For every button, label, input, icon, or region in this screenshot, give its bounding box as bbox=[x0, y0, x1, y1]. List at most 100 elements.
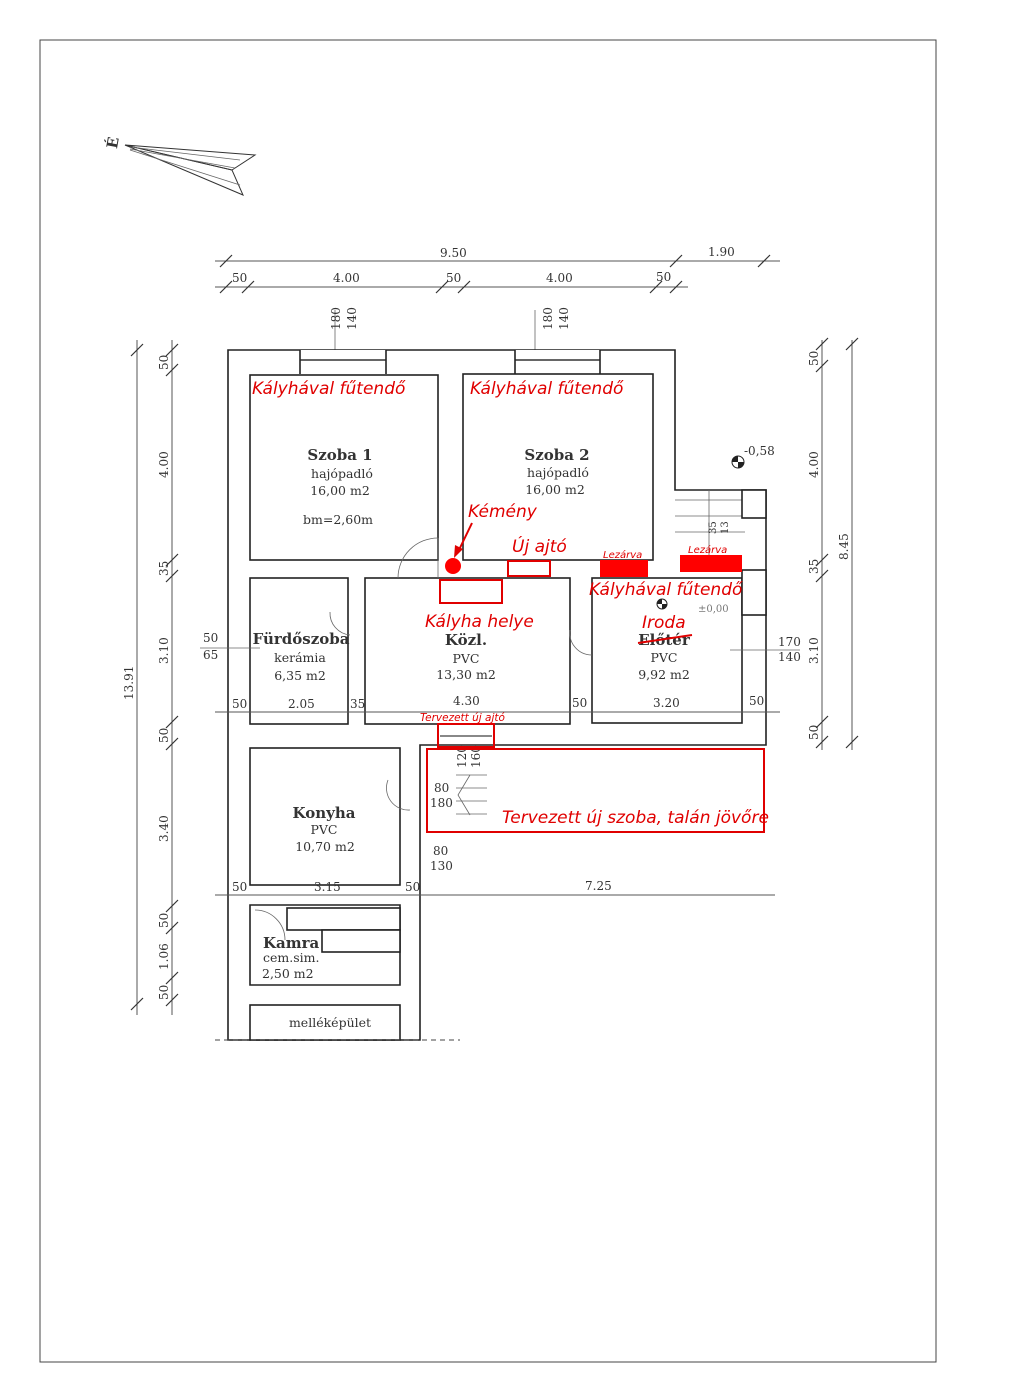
dimension-label: 6,35 m2 bbox=[274, 668, 326, 683]
planned-room-box bbox=[426, 748, 765, 833]
planned-door-box bbox=[437, 723, 495, 748]
dimension-label: 50 bbox=[807, 725, 821, 740]
dimension-label: 4.30 bbox=[453, 694, 480, 708]
dimension-label: 2,50 m2 bbox=[262, 966, 314, 981]
lower-dimensions: 50 3.15 50 7.25 80 130 80 180 120 160 bbox=[215, 745, 775, 896]
dimension-label: Konyha bbox=[293, 804, 356, 822]
dimension-label: 50 bbox=[232, 271, 247, 285]
dimension-label: 50 bbox=[157, 728, 171, 743]
dimension-label: 3.40 bbox=[157, 815, 171, 842]
dimension-label: cem.sim. bbox=[263, 950, 319, 965]
north-label: É bbox=[103, 136, 123, 150]
stove-place-box bbox=[439, 579, 503, 604]
dimension-label: 7.25 bbox=[585, 879, 612, 893]
new-door-label: Új ajtó bbox=[512, 535, 567, 557]
entrance-stairs: 35 13 bbox=[675, 489, 767, 616]
planned-door-label: Tervezett új ajtó bbox=[420, 712, 505, 724]
dimension-label: 120 bbox=[455, 745, 469, 768]
dimension-label: 50 bbox=[749, 694, 764, 708]
dimension-label: 170 bbox=[778, 635, 801, 649]
dimension-label: 35 bbox=[157, 561, 171, 576]
room-label-szoba-1: Szoba 1 hajópadló 16,00 m2 bm=2,60m bbox=[303, 446, 373, 527]
room-label-eloter: Előtér PVC 9,92 m2 bbox=[637, 631, 693, 682]
room-mellekepulet bbox=[249, 1004, 401, 1041]
room-label-konyha: Konyha PVC 10,70 m2 bbox=[293, 804, 356, 854]
closed-label: Lezárva bbox=[603, 549, 642, 561]
dimension-label: 180 bbox=[541, 307, 555, 330]
dimension-label: 50 bbox=[232, 880, 247, 894]
dimension-label: 35 bbox=[350, 697, 365, 711]
new-door-box bbox=[507, 560, 551, 577]
dimension-label: 10,70 m2 bbox=[295, 839, 355, 854]
right-dimensions: 50 4.00 35 3.10 50 8.45 bbox=[807, 337, 859, 750]
dimension-label: 140 bbox=[557, 307, 571, 330]
dimension-label: 1.06 bbox=[157, 943, 171, 970]
dimension-label: 50 bbox=[157, 913, 171, 928]
closed-door-box bbox=[680, 555, 742, 572]
heated-note: Kályhával fűtendő bbox=[470, 379, 624, 399]
dimension-label: bm=2,60m bbox=[303, 512, 373, 527]
dimension-label: Szoba 2 bbox=[524, 446, 589, 464]
dimension-label: 80 bbox=[433, 844, 448, 858]
room-label-kamra: Kamra cem.sim. 2,50 m2 bbox=[262, 934, 320, 981]
dimension-label: hajópadló bbox=[311, 466, 373, 481]
dimension-label: 13 bbox=[720, 521, 731, 534]
dimension-label: 13.91 bbox=[122, 666, 136, 700]
room-furdoszoba bbox=[249, 577, 349, 725]
dimension-label: 50 bbox=[807, 351, 821, 366]
dimension-label: 13,30 m2 bbox=[436, 667, 496, 682]
dimension-label: 50 bbox=[232, 697, 247, 711]
kamra-shelf bbox=[321, 929, 401, 953]
dimension-label: -0,58 bbox=[744, 444, 775, 458]
room-label-kozl: Közl. PVC 13,30 m2 bbox=[436, 631, 496, 682]
heated-note: Kályhával fűtendő bbox=[589, 580, 743, 600]
page-frame bbox=[39, 39, 937, 1363]
level-marker-icon: -0,58 bbox=[731, 444, 775, 469]
room-kozl bbox=[364, 577, 571, 725]
room-szoba-1 bbox=[249, 374, 439, 561]
dimension-label: 50 bbox=[157, 985, 171, 1000]
closed-door-box bbox=[600, 560, 648, 577]
heated-note: Kályhával fűtendő bbox=[252, 379, 406, 399]
dimension-label: Kamra bbox=[263, 934, 320, 952]
dimension-label: 3.15 bbox=[314, 880, 341, 894]
door-swings bbox=[254, 537, 593, 941]
dimension-label: 3.10 bbox=[157, 637, 171, 664]
dimension-label: kerámia bbox=[274, 650, 326, 665]
room-label-mellekepulet: melléképület bbox=[289, 1015, 371, 1030]
dimension-label: 3.10 bbox=[807, 637, 821, 664]
dimension-label: Szoba 1 bbox=[307, 446, 372, 464]
dimension-label: 50 bbox=[203, 631, 218, 645]
dimension-label: 3.20 bbox=[653, 696, 680, 710]
planned-room-label: Tervezett új szoba, talán jövőre bbox=[502, 808, 769, 828]
dimension-label: 4.00 bbox=[546, 271, 573, 285]
dimension-label: 180 bbox=[329, 307, 343, 330]
dimension-label: 16,00 m2 bbox=[310, 483, 370, 498]
dimension-label: ±0,00 bbox=[698, 604, 729, 615]
dimension-label: 180 bbox=[430, 796, 453, 810]
room-szoba-2 bbox=[462, 373, 654, 561]
dimension-label: 4.00 bbox=[333, 271, 360, 285]
dimension-label: 9,92 m2 bbox=[638, 667, 690, 682]
level-marker-icon: ±0,00 bbox=[656, 598, 729, 615]
kamra-shelf bbox=[286, 907, 401, 931]
room-konyha bbox=[249, 747, 401, 886]
closed-label: Lezárva bbox=[688, 544, 727, 556]
dimension-label: 130 bbox=[430, 859, 453, 873]
room-label-szoba-2: Szoba 2 hajópadló 16,00 m2 bbox=[524, 446, 589, 497]
office-label: Iroda bbox=[642, 613, 686, 633]
dimension-label: PVC bbox=[452, 651, 479, 666]
dimension-label: 1.90 bbox=[708, 245, 735, 259]
chimney-label: Kémény bbox=[468, 502, 538, 522]
room-label-furdoszoba: Fürdőszoba kerámia 6,35 m2 bbox=[253, 630, 350, 683]
dimension-label: Közl. bbox=[445, 631, 487, 649]
stove-place-label: Kályha helye bbox=[425, 612, 534, 632]
north-arrow-icon: É bbox=[103, 136, 257, 196]
dimension-label: PVC bbox=[650, 650, 677, 665]
dimension-label: 16,00 m2 bbox=[525, 482, 585, 497]
dimension-label: hajópadló bbox=[527, 465, 589, 480]
left-dimensions: 13.91 50 4.00 35 3.10 50 3.40 50 1.06 50 bbox=[122, 340, 179, 1015]
dimension-label: PVC bbox=[310, 822, 337, 837]
dimension-label: 35 bbox=[807, 559, 821, 574]
dimension-label: 140 bbox=[778, 650, 801, 664]
